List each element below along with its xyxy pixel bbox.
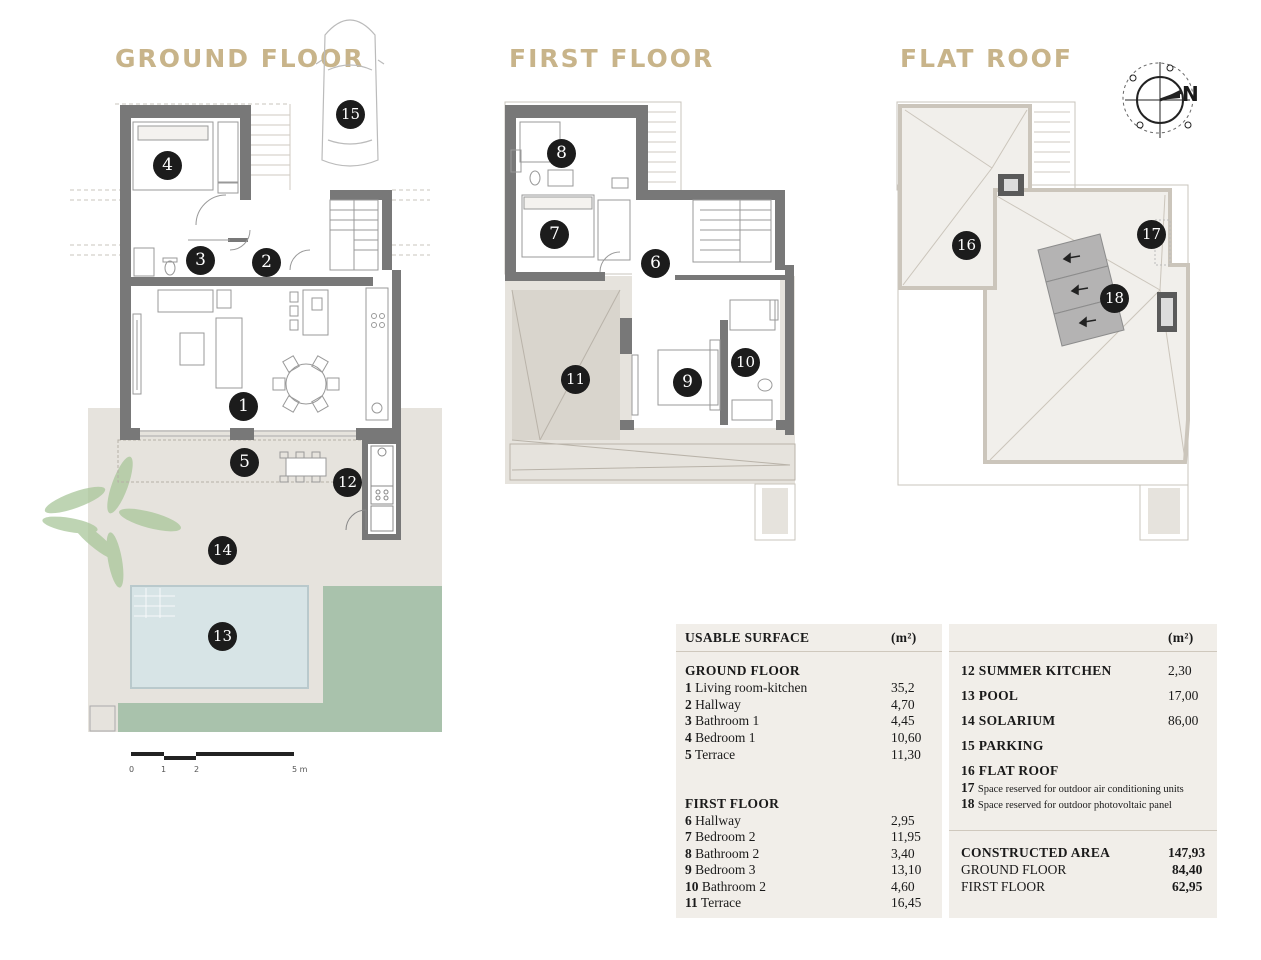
room-marker-1: 1 xyxy=(229,392,258,421)
list-item: 16 FLAT ROOF xyxy=(961,763,1059,778)
north-label: N xyxy=(1182,82,1199,106)
area-value: 10,60 xyxy=(891,730,922,745)
area-value: 86,00 xyxy=(1168,713,1199,728)
area-value: 11,95 xyxy=(891,829,921,844)
list-item: 4 Bedroom 1 xyxy=(685,730,756,745)
room-marker-9: 9 xyxy=(673,368,702,397)
note-item: 18 Space reserved for outdoor photovolta… xyxy=(961,796,1172,811)
list-item: 9 Bedroom 3 xyxy=(685,862,756,877)
area-value: 13,10 xyxy=(891,862,922,877)
list-item: 2 Hallway xyxy=(685,697,741,712)
list-item: 13 POOL xyxy=(961,688,1019,703)
area-value: 11,30 xyxy=(891,747,921,762)
room-marker-10: 10 xyxy=(731,348,760,377)
room-marker-17: 17 xyxy=(1137,220,1166,249)
room-marker-7: 7 xyxy=(540,220,569,249)
room-marker-2: 2 xyxy=(252,248,281,277)
list-item: 1 Living room-kitchen xyxy=(685,680,808,695)
scale-bar xyxy=(131,752,294,760)
flat-roof-title: FLAT ROOF xyxy=(900,44,1074,73)
summary-label: FIRST FLOOR xyxy=(961,879,1046,894)
room-marker-3: 3 xyxy=(186,246,215,275)
usable-surface-panel-left xyxy=(676,624,942,918)
photovoltaic-panels xyxy=(1037,233,1125,347)
list-item: 3 Bathroom 1 xyxy=(685,713,760,728)
constructed-area-value: 147,93 xyxy=(1168,845,1206,860)
list-item: 6 Hallway xyxy=(685,813,741,828)
list-item: 8 Bathroom 2 xyxy=(685,846,760,861)
list-item: 15 PARKING xyxy=(961,738,1044,753)
summary-label: GROUND FLOOR xyxy=(961,862,1067,877)
area-value: 4,45 xyxy=(891,713,915,728)
list-item: 7 Bedroom 2 xyxy=(685,829,756,844)
ground-floor-title: GROUND FLOOR xyxy=(115,44,365,73)
first-floor-plan xyxy=(504,101,796,541)
room-marker-5: 5 xyxy=(230,448,259,477)
scale-label-5m: 5 m xyxy=(292,765,308,774)
note-item: 17 Space reserved for outdoor air condit… xyxy=(961,780,1184,795)
area-value: 4,60 xyxy=(891,879,915,894)
ground-floor-heading: GROUND FLOOR xyxy=(685,663,800,678)
usable-surface-panel-right xyxy=(949,624,1217,918)
room-marker-6: 6 xyxy=(641,249,670,278)
table-unit-right: (m²) xyxy=(1168,630,1194,645)
compass-icon xyxy=(1122,62,1194,138)
area-value: 3,40 xyxy=(891,846,915,861)
area-value: 2,30 xyxy=(1168,663,1192,678)
flat-roof-plan xyxy=(896,62,1194,541)
room-marker-15: 15 xyxy=(336,100,365,129)
scale-label-1: 1 xyxy=(161,765,167,774)
room-marker-13: 13 xyxy=(208,622,237,651)
room-marker-14: 14 xyxy=(208,536,237,565)
summary-value: 84,40 xyxy=(1172,862,1203,877)
area-value: 4,70 xyxy=(891,697,915,712)
list-item: 10 Bathroom 2 xyxy=(685,879,766,894)
room-marker-8: 8 xyxy=(547,139,576,168)
room-marker-16: 16 xyxy=(952,231,981,260)
first-floor-heading: FIRST FLOOR xyxy=(685,796,780,811)
room-marker-12: 12 xyxy=(333,468,362,497)
list-item: 14 SOLARIUM xyxy=(961,713,1056,728)
table-heading: USABLE SURFACE xyxy=(685,630,810,645)
room-marker-18: 18 xyxy=(1100,284,1129,313)
ground-floor-plan xyxy=(42,19,442,732)
area-value: 17,00 xyxy=(1168,688,1199,703)
area-value: 2,95 xyxy=(891,813,915,828)
car-icon xyxy=(315,19,385,167)
constructed-area-label: CONSTRUCTED AREA xyxy=(961,845,1111,860)
summary-value: 62,95 xyxy=(1172,879,1203,894)
room-marker-11: 11 xyxy=(561,365,590,394)
list-item: 5 Terrace xyxy=(685,747,736,762)
first-floor-title: FIRST FLOOR xyxy=(509,44,715,73)
list-item: 12 SUMMER KITCHEN xyxy=(961,663,1112,678)
area-value: 16,45 xyxy=(891,895,922,910)
scale-label-0: 0 xyxy=(129,765,135,774)
table-unit: (m²) xyxy=(891,630,917,645)
palm-tree-icon xyxy=(42,456,181,588)
room-marker-4: 4 xyxy=(153,151,182,180)
list-item: 11 Terrace xyxy=(685,895,742,910)
scale-label-2: 2 xyxy=(194,765,200,774)
area-value: 35,2 xyxy=(891,680,915,695)
